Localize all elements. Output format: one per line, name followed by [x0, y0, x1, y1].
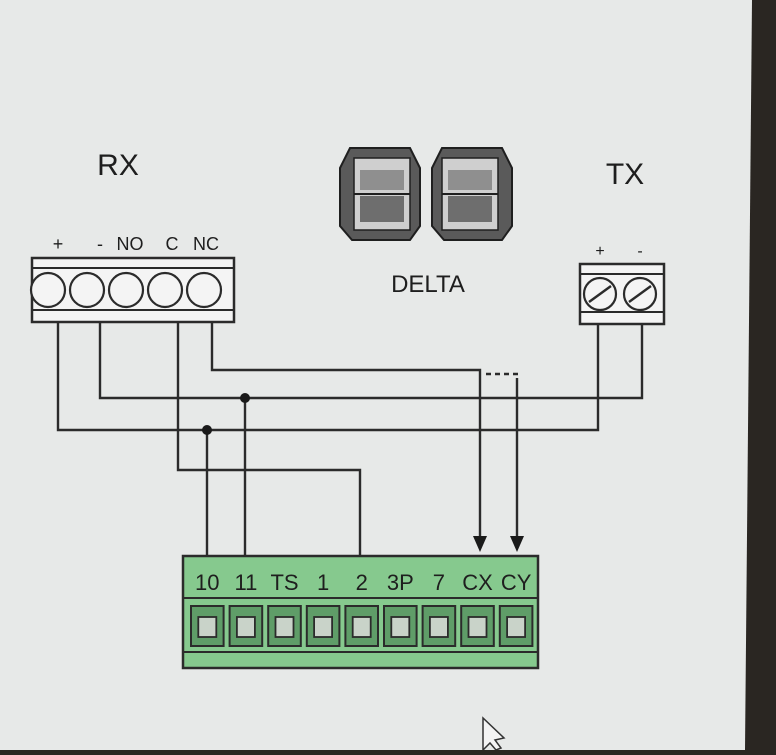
- rx-terminal-hole: [146, 271, 184, 309]
- rx-connector: + -NO C NC: [29, 234, 236, 324]
- rx-terminal-hole: [68, 271, 106, 309]
- rx-title: RX: [97, 149, 139, 182]
- tx-title: TX: [606, 158, 644, 191]
- board-terminal-label: 1: [317, 570, 329, 595]
- rx-terminal-hole: [185, 271, 223, 309]
- rx-terminal-label: +: [53, 234, 64, 254]
- rx-terminal-hole: [107, 271, 145, 309]
- board-terminal-label: 10: [195, 570, 219, 595]
- rx-terminal-label: NC: [193, 234, 219, 254]
- board-terminal-clamp: [390, 616, 411, 638]
- board-terminal-clamp: [313, 616, 334, 638]
- board-terminal-clamp: [235, 616, 256, 638]
- board-terminal-clamp: [351, 616, 372, 638]
- arrow-head-cx: [473, 536, 487, 552]
- board-terminal-cell: [267, 605, 302, 647]
- tx-terminal-screw-slot: [588, 285, 612, 303]
- board-terminal-clamp: [197, 616, 218, 638]
- board-terminal-label: 7: [433, 570, 445, 595]
- board-terminal-clamp: [506, 616, 527, 638]
- board-terminal-label: CY: [501, 570, 532, 595]
- photocell-sensor-icon: [339, 147, 421, 241]
- tx-connector: +-: [578, 243, 666, 326]
- rx-terminal-label: C: [166, 234, 179, 254]
- board-terminal-label: 3P: [387, 570, 414, 595]
- board-terminal-label: 11: [234, 570, 257, 595]
- board-terminal-label: TS: [270, 570, 298, 595]
- wire-rx-plus-to-tx-plus: [56, 322, 600, 432]
- tx-terminal-screw-slot: [628, 285, 652, 303]
- arrow-head-cy: [510, 536, 524, 552]
- rx-terminal-hole: [29, 271, 67, 309]
- rx-terminal-label: -: [97, 234, 103, 254]
- wire-rx-c-to-board-2: [176, 322, 362, 556]
- junction-dot: [240, 393, 250, 403]
- terminal-board: 10 11 TS 1 2 3P 7 CX CY: [181, 554, 540, 670]
- tx-terminal-label: -: [637, 243, 642, 260]
- mouse-pointer-icon: [482, 716, 506, 752]
- junction-dot: [202, 425, 212, 435]
- rx-terminal-label: NO: [117, 234, 144, 254]
- photocell-caption: DELTA: [391, 271, 465, 298]
- board-terminal-cell: [228, 605, 264, 647]
- wire-rx-minus-to-tx-minus: [98, 322, 644, 400]
- board-terminal-label: 2: [356, 570, 368, 595]
- photocell-sensor-icon: [431, 147, 513, 241]
- wire-rx-nc-to-board-cx: [210, 322, 482, 540]
- tx-terminal-label: +: [595, 243, 604, 260]
- board-terminal-clamp: [274, 616, 295, 638]
- board-terminal-clamp: [428, 616, 449, 638]
- board-terminal-clamp: [467, 616, 488, 638]
- board-terminal-label: CX: [462, 570, 493, 595]
